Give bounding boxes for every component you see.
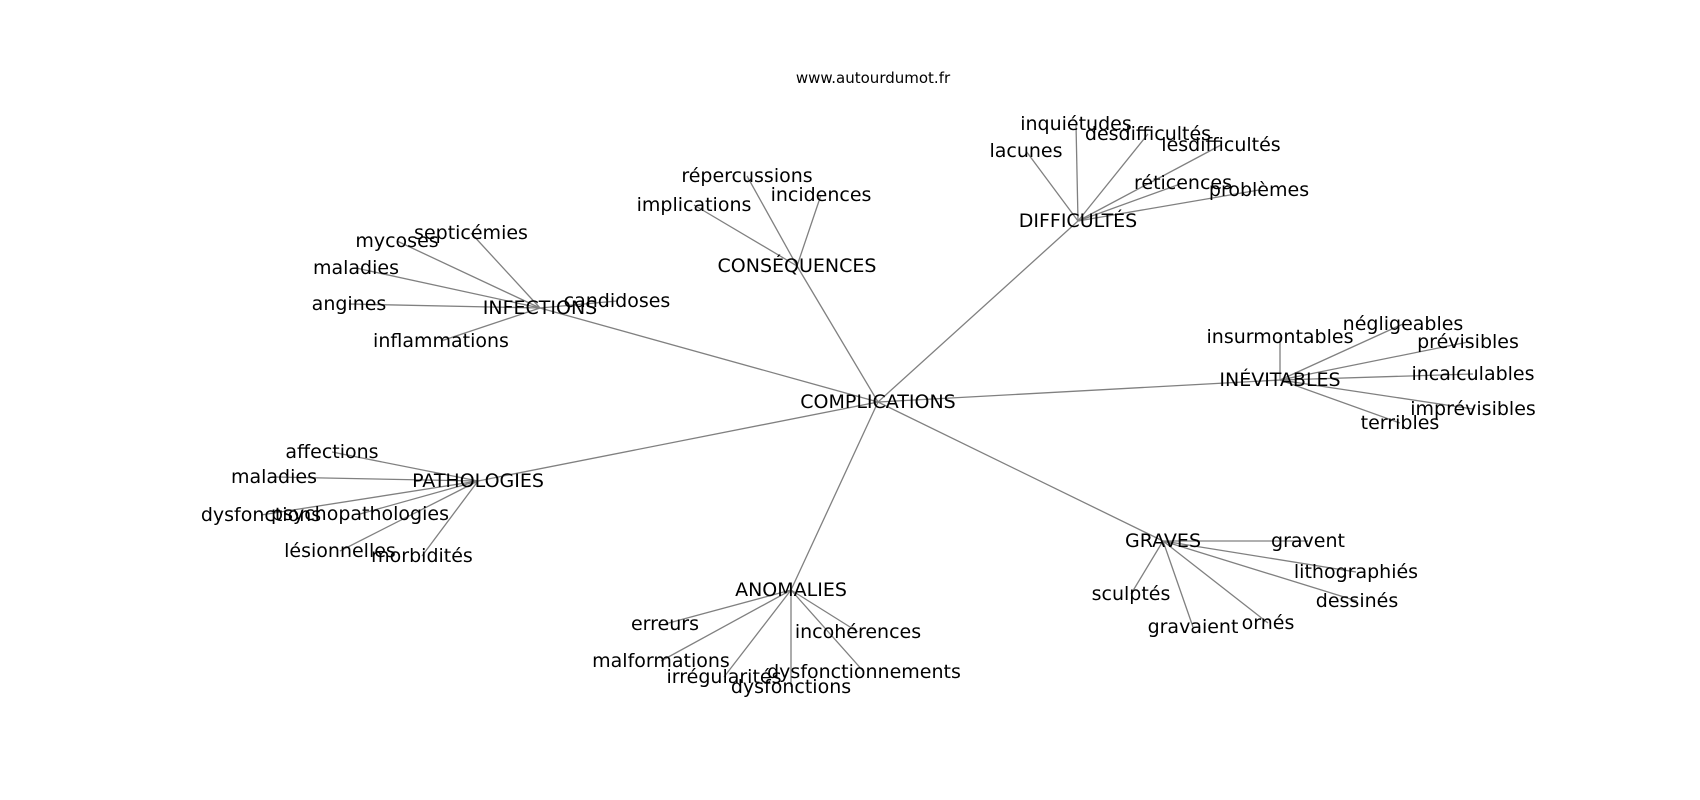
leaf-node-label: répercussions (681, 165, 812, 187)
leaf-node-label: dysfonctionnements (767, 661, 961, 683)
edge-hub-to-leaf (396, 240, 541, 309)
edge-hub-to-leaf (746, 175, 798, 267)
leaf-node-label: insurmontables (1207, 326, 1354, 348)
edge-hub-to-leaf (440, 307, 541, 342)
edge-hub-to-leaf (421, 480, 479, 557)
edge-hub-to-leaf (1279, 373, 1474, 381)
leaf-node-label: maladies (313, 257, 399, 279)
edge-hub-to-leaf (1279, 323, 1404, 381)
hub-node-label: INFECTIONS (483, 297, 597, 319)
leaf-node-label: incalculables (1411, 363, 1534, 385)
leaf-node-label: prévisibles (1417, 331, 1519, 353)
edge-hub-to-leaf (660, 589, 792, 662)
edge-hub-to-leaf (539, 300, 618, 309)
edge-hub-to-leaf (1279, 379, 1474, 410)
hub-node-label: PATHOLOGIES (412, 470, 544, 492)
source-url: www.autourdumot.fr (796, 69, 951, 87)
leaf-node-label: lesdifficultés (1161, 134, 1280, 156)
leaf-node-label: incohérences (795, 621, 921, 643)
leaf-node-label: angines (312, 293, 387, 315)
leaf-node-label: lithographiés (1294, 561, 1418, 583)
hub-node-label: DIFFICULTÉS (1019, 209, 1138, 232)
edge-hub-to-leaf (470, 232, 541, 309)
leaf-node-label: gravaient (1148, 616, 1239, 638)
leaf-node-label: ornés (1242, 612, 1295, 634)
leaf-node-label: dessinés (1316, 590, 1398, 612)
leaf-node-label: terribles (1361, 412, 1440, 434)
edge-hub-to-leaf (1279, 341, 1469, 381)
edge-center-to-hub (877, 401, 1164, 542)
edge-hub-to-leaf (664, 589, 792, 625)
leaf-node-label: implications (637, 194, 752, 216)
leaf-node-label: lésionnelles (284, 540, 396, 562)
leaf-node-label: sculptés (1092, 583, 1171, 605)
leaf-node-label: psychopathologies (271, 503, 449, 525)
edge-hub-to-leaf (790, 589, 859, 633)
leaf-node-label: dysfonctions (201, 504, 321, 526)
edge-center-to-hub (539, 307, 879, 403)
edge-hub-to-leaf (348, 303, 541, 309)
edge-hub-to-leaf (355, 267, 541, 309)
edge-hub-to-leaf (1130, 540, 1164, 595)
edge-hub-to-leaf (1075, 123, 1079, 222)
edge-hub-to-leaf (1077, 182, 1184, 222)
leaf-node-label: gravent (1271, 530, 1345, 552)
leaf-node-label: irrégularités (667, 666, 782, 688)
leaf-node-label: septicémies (414, 222, 528, 244)
leaf-node-label: dysfonctions (731, 676, 851, 698)
leaf-node-label: incidences (771, 184, 872, 206)
edge-hub-to-leaf (1077, 144, 1222, 222)
graph-edges (260, 123, 1474, 687)
leaf-node-label: malformations (592, 650, 730, 672)
leaf-node-label: réticences (1134, 172, 1232, 194)
leaf-node-label: erreurs (631, 613, 699, 635)
edge-hub-to-leaf (260, 480, 479, 516)
leaf-node-label: candidoses (564, 290, 671, 312)
edge-hub-to-leaf (1077, 133, 1149, 222)
edge-hub-to-leaf (1162, 540, 1358, 602)
edge-center-to-hub (790, 401, 879, 591)
hub-node-label: INÉVITABLES (1219, 368, 1340, 391)
leaf-node-label: desdifficultés (1085, 123, 1211, 145)
edge-hub-to-leaf (723, 589, 792, 678)
edge-hub-to-leaf (1025, 150, 1079, 222)
edge-hub-to-leaf (693, 204, 798, 267)
leaf-node-label: affections (285, 441, 378, 463)
edge-hub-to-leaf (1162, 540, 1269, 624)
leaf-node-label: lacunes (989, 140, 1062, 162)
edge-hub-to-leaf (1162, 540, 1194, 628)
edge-hub-to-leaf (1279, 379, 1401, 424)
edge-hub-to-leaf (1162, 540, 1357, 573)
edge-center-to-hub (796, 265, 879, 403)
edge-hub-to-leaf (339, 480, 479, 552)
hub-node-label: ANOMALIES (735, 579, 847, 601)
edge-hub-to-leaf (790, 589, 865, 673)
leaf-node-label: négligeables (1343, 313, 1464, 335)
hub-node-label: CONSÉQUENCES (718, 254, 877, 277)
edge-hub-to-leaf (1077, 189, 1260, 222)
leaf-node-label: problèmes (1209, 179, 1309, 201)
leaf-node-label: inflammations (373, 330, 509, 352)
leaf-node-label: inquiétudes (1020, 113, 1132, 135)
edge-hub-to-leaf (359, 480, 479, 515)
edge-hub-to-leaf (796, 194, 822, 267)
edge-hub-to-leaf (331, 451, 479, 482)
leaf-node-label: maladies (231, 466, 317, 488)
center-node-label: COMPLICATIONS (800, 391, 956, 413)
edge-center-to-hub (877, 379, 1281, 403)
edge-center-to-hub (477, 401, 879, 482)
graph-labels: COMPLICATIONS INFECTIONS septicémiesmycose… (201, 113, 1536, 698)
leaf-node-label: mycoses (355, 230, 438, 252)
edge-center-to-hub (877, 220, 1079, 403)
hub-node-label: GRAVES (1125, 530, 1201, 552)
edge-hub-to-leaf (273, 476, 479, 482)
leaf-node-label: morbidités (371, 545, 473, 567)
leaf-node-label: imprévisibles (1410, 398, 1536, 420)
